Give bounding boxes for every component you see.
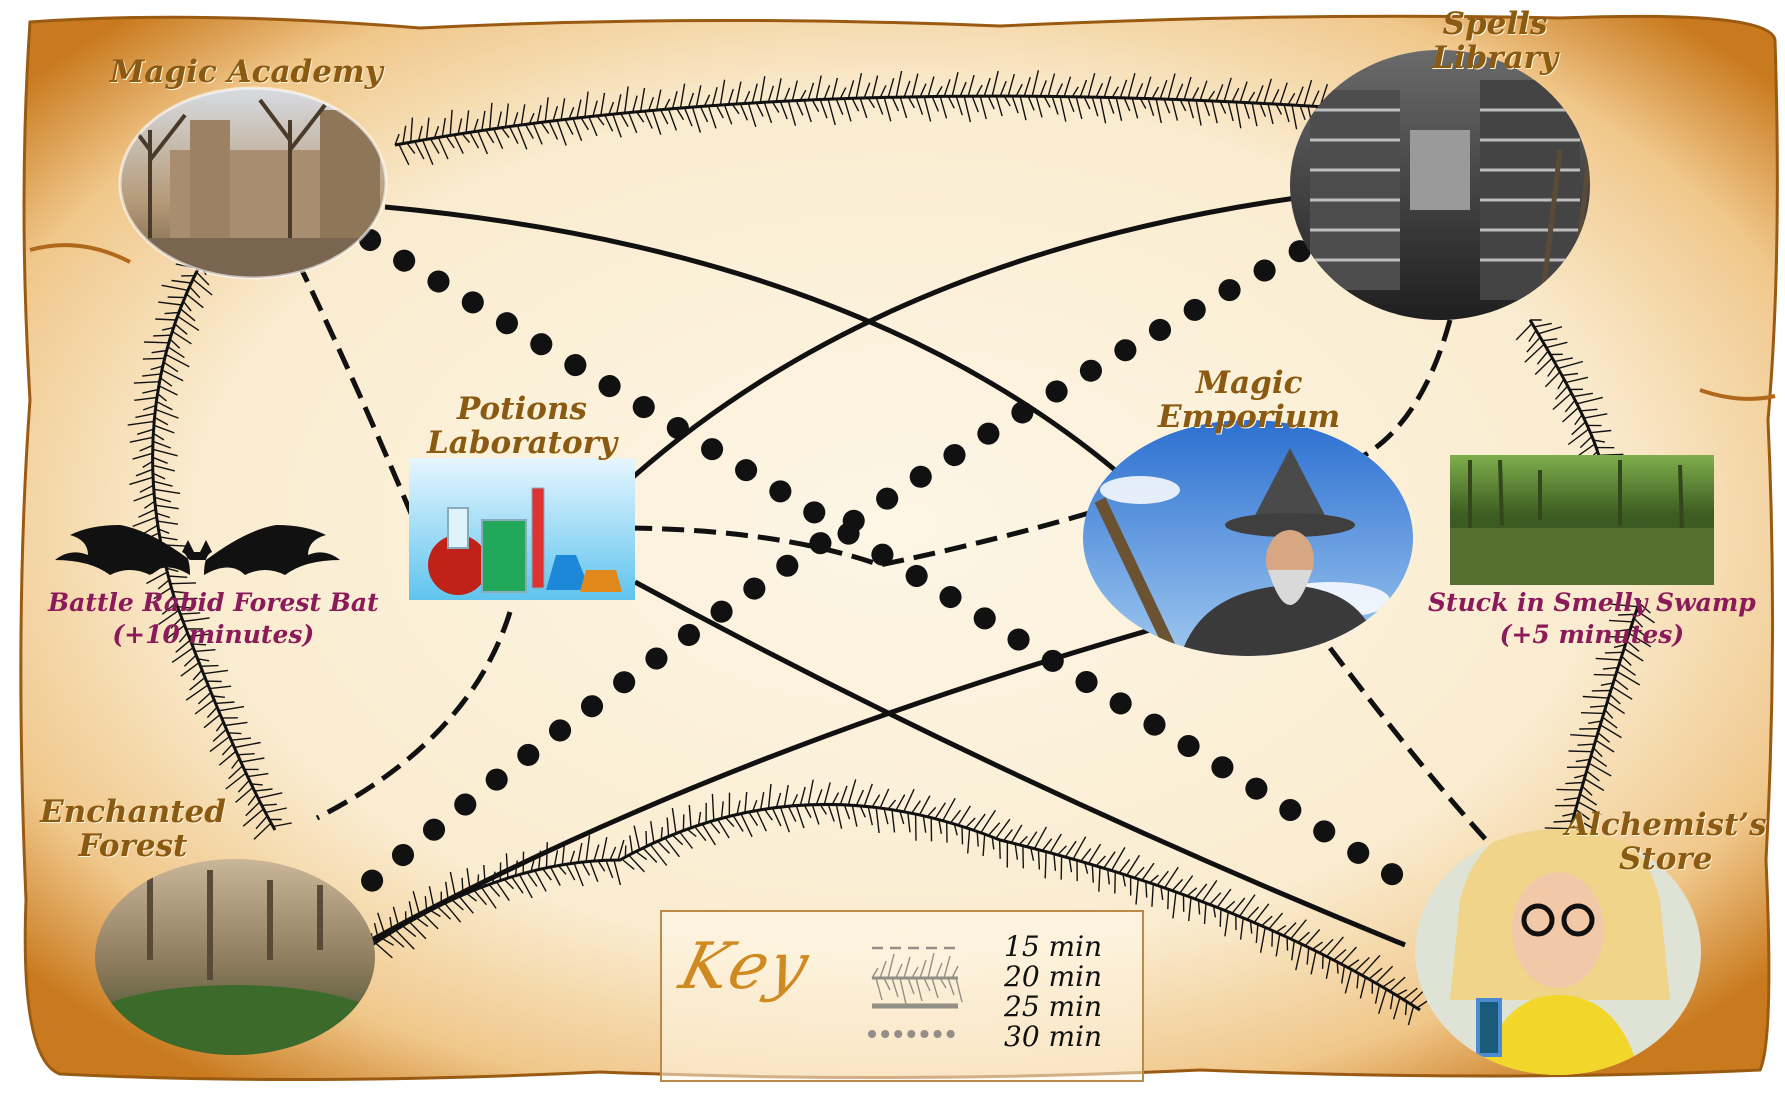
magic-academy-label: Magic Academy xyxy=(110,55,383,89)
alchemists-store-label: Alchemist’s Store xyxy=(1565,808,1767,876)
enchanted-forest-label: Enchanted Forest xyxy=(40,795,226,863)
bat-event-label: Battle Rabid Forest Bat (+10 minutes) xyxy=(48,587,379,651)
swamp-event-label: Stuck in Smelly Swamp (+5 minutes) xyxy=(1428,587,1756,651)
potions-laboratory-picture xyxy=(409,458,635,600)
key-title: Key xyxy=(673,930,818,1004)
key-entry-25-label: 25 min xyxy=(1004,992,1102,1022)
potions-laboratory-label: Potions Laboratory xyxy=(427,392,617,460)
map-key: Key 15 min 20 min 25 min 30 min xyxy=(660,910,1144,1082)
key-entry-20-label: 20 min xyxy=(1004,962,1102,992)
key-entry-30-label: 30 min xyxy=(1004,1022,1102,1052)
spells-library-label: Spells Library xyxy=(1432,7,1558,75)
key-entry-15-label: 15 min xyxy=(1004,932,1102,962)
swamp-picture xyxy=(1450,455,1714,585)
magic-emporium-label: Magic Emporium xyxy=(1158,366,1340,434)
